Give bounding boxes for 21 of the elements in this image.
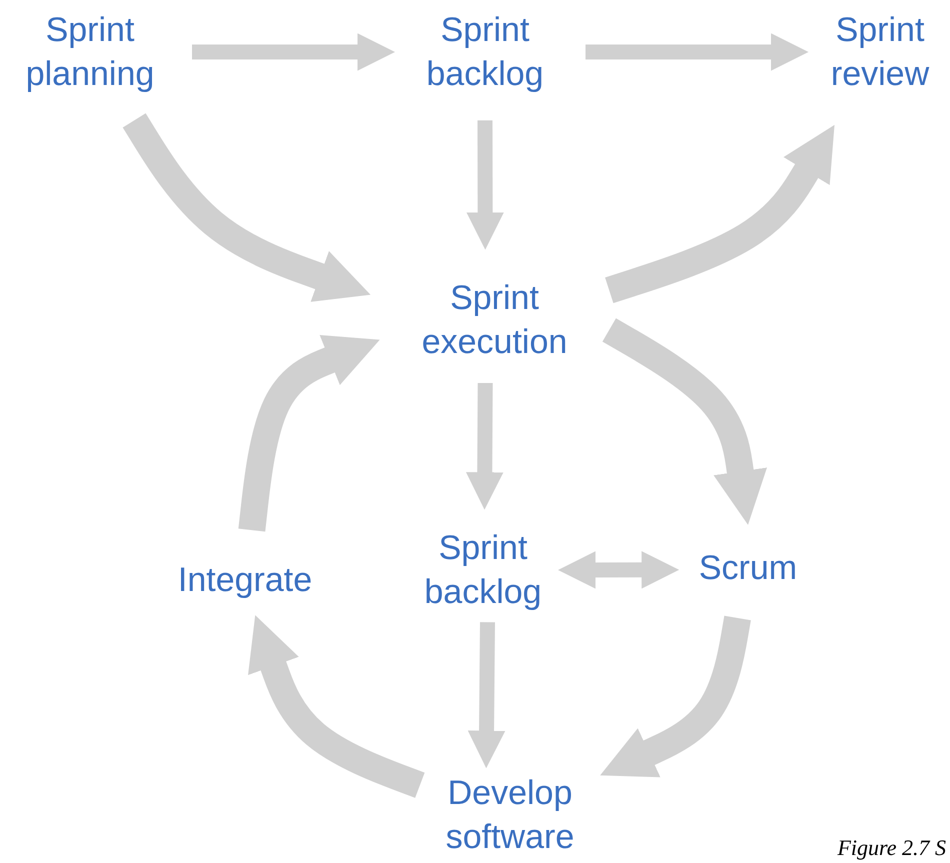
step-label: Develop software bbox=[444, 772, 576, 858]
arrow bbox=[558, 551, 680, 589]
arrow bbox=[248, 615, 425, 798]
figure-caption: Figure 2.7 S bbox=[837, 835, 946, 861]
step-label: Sprint planning bbox=[24, 10, 156, 95]
step-label: Sprint review bbox=[830, 10, 930, 95]
arrow bbox=[600, 616, 751, 778]
arrow bbox=[122, 113, 371, 302]
step-label: Sprint backlog bbox=[425, 10, 545, 95]
step-label: Sprint backlog bbox=[423, 528, 543, 613]
arrow bbox=[466, 382, 504, 510]
arrow bbox=[468, 622, 506, 768]
arrow bbox=[602, 318, 768, 525]
step-label: Integrate bbox=[178, 560, 312, 602]
arrow bbox=[586, 33, 808, 71]
arrow bbox=[605, 124, 834, 304]
arrow bbox=[238, 335, 380, 532]
arrow bbox=[192, 33, 395, 71]
step-label: Scrum bbox=[698, 548, 798, 590]
step-label: Sprint execution bbox=[420, 278, 568, 363]
arrow bbox=[466, 120, 504, 250]
